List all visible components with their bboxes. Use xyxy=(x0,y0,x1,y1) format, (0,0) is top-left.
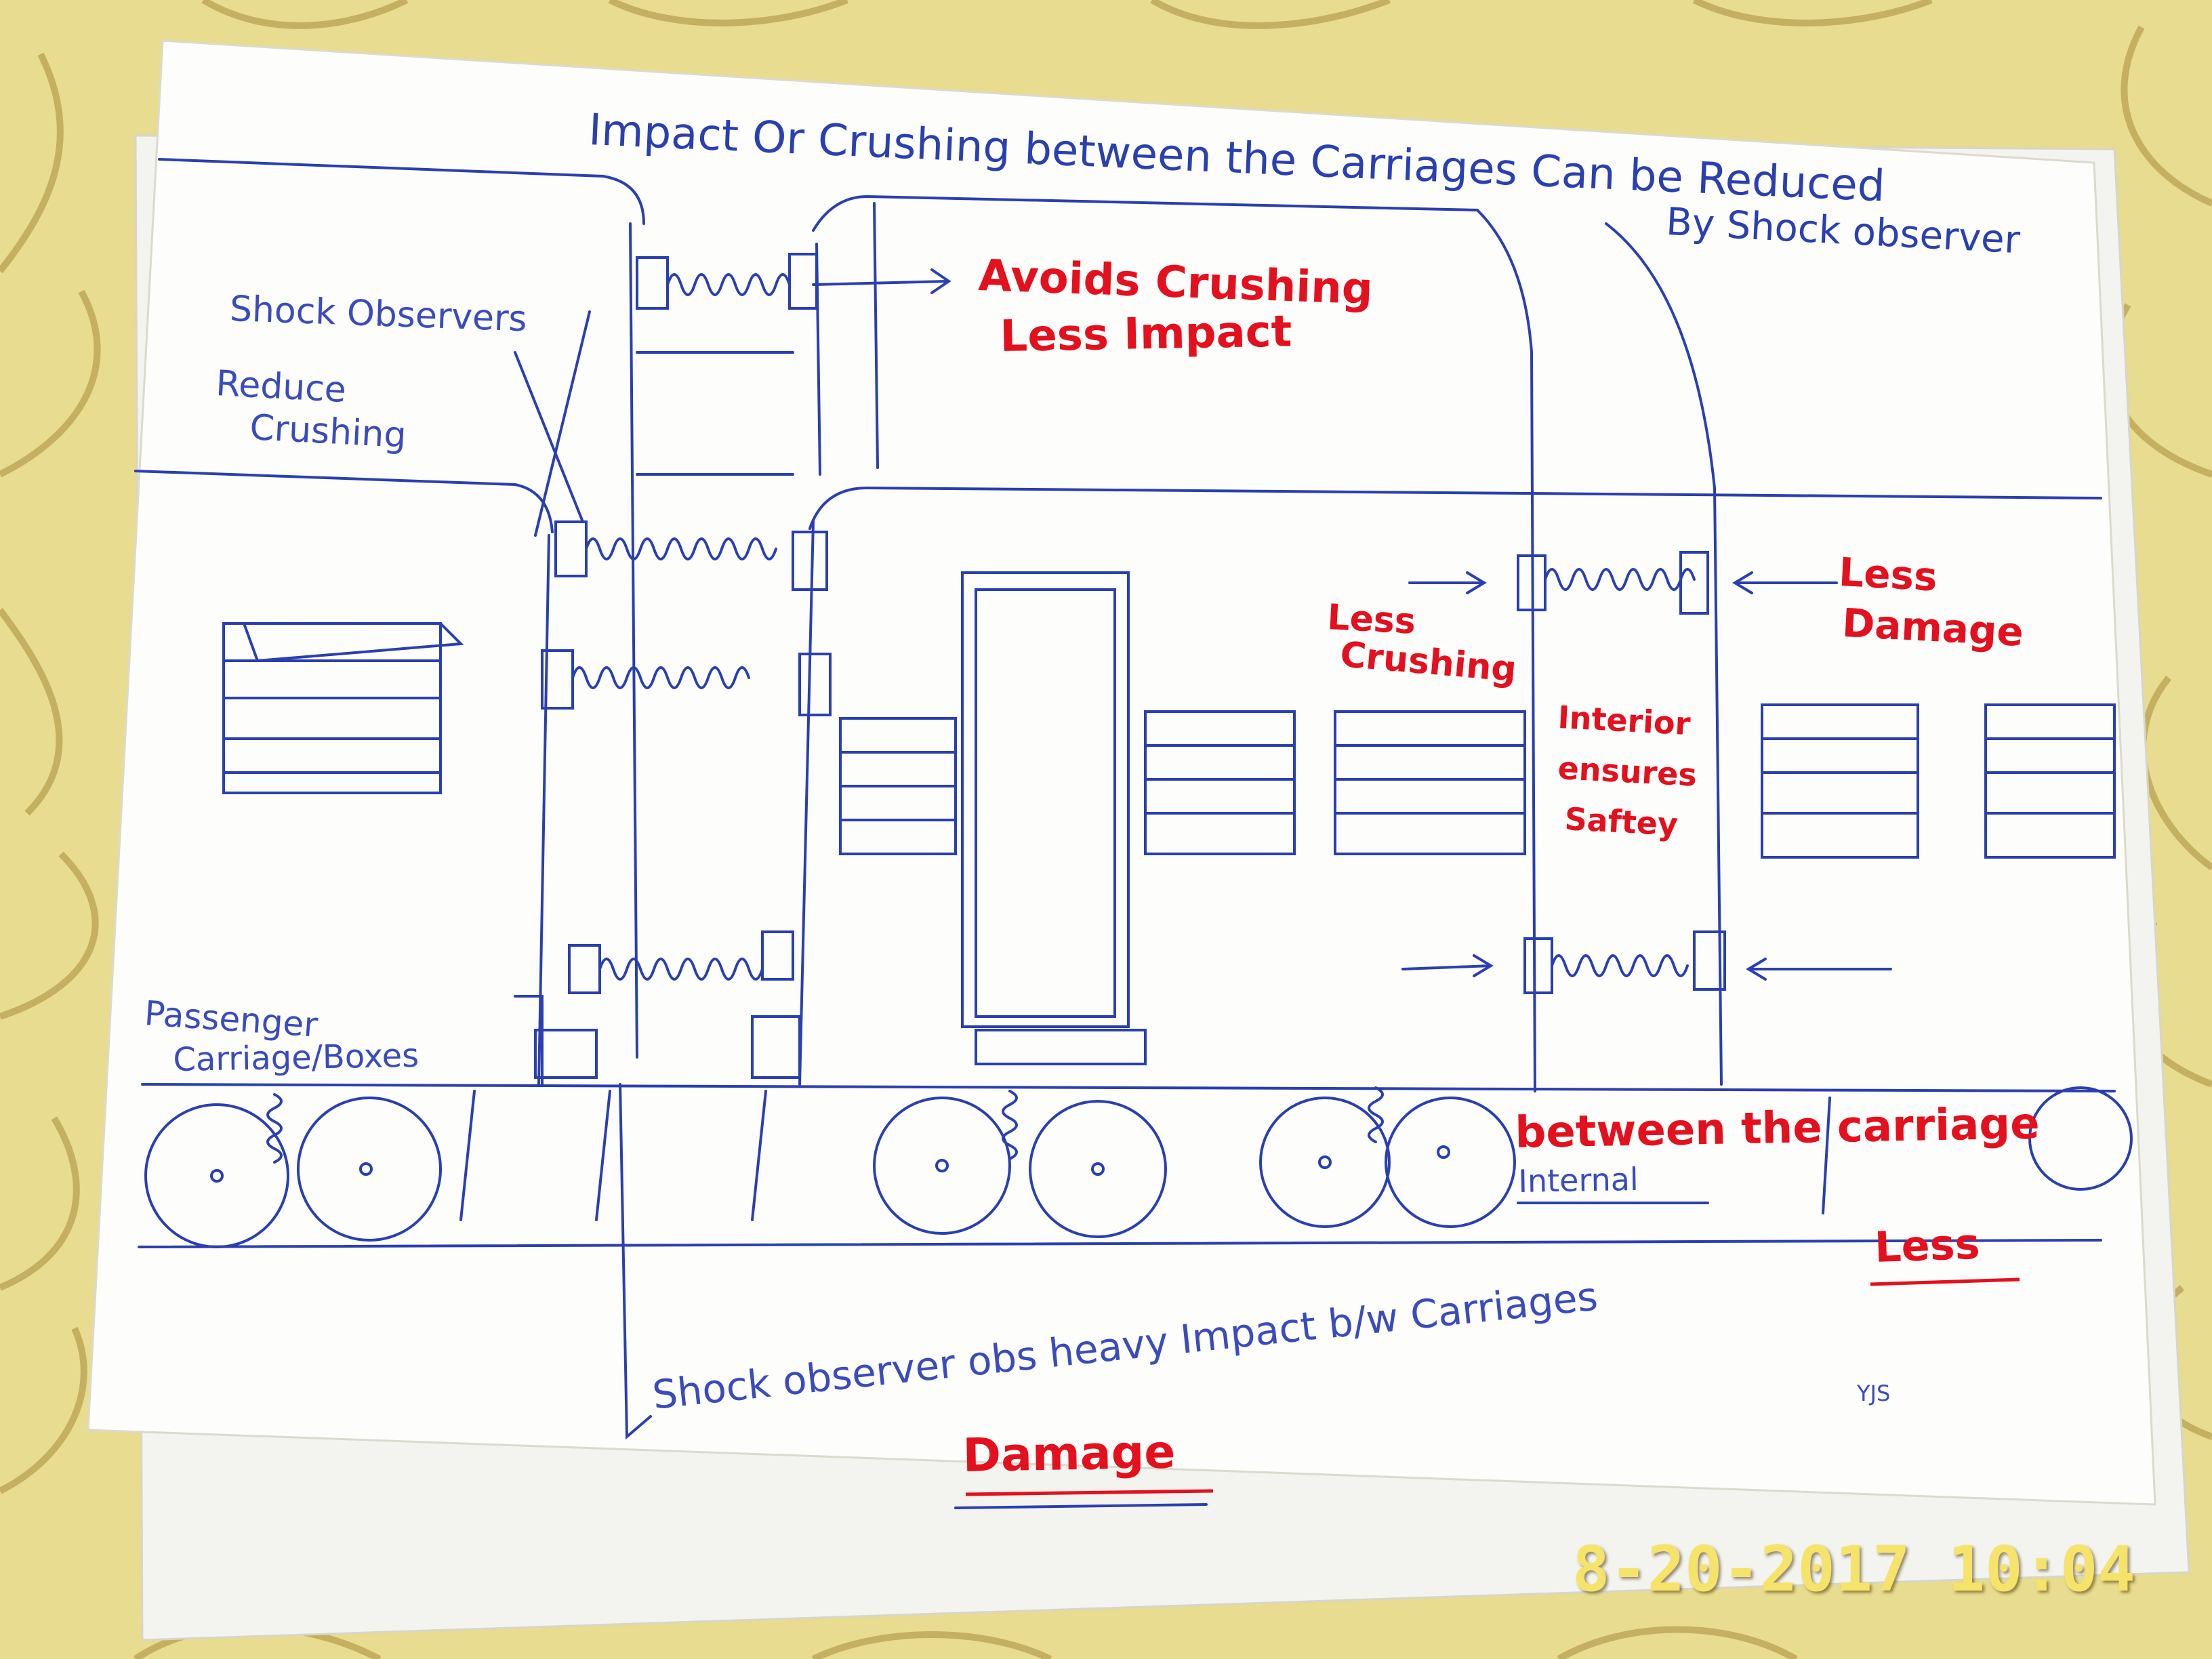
note-between-carriage: between the carriage xyxy=(1514,1099,2041,1158)
label-signature: YJS xyxy=(1857,1380,1891,1406)
label-reduce: Reduce xyxy=(215,363,348,411)
note-less-impact: Less Impact xyxy=(999,306,1292,362)
label-carriage-boxes: Carriage/Boxes xyxy=(172,1036,419,1079)
train-sketch xyxy=(134,158,2133,1509)
label-shock-observers: Shock Observers xyxy=(229,289,528,340)
red-underlines xyxy=(965,1277,2020,1496)
note-interior: Interior xyxy=(1557,699,1692,743)
label-internal: Internal xyxy=(1517,1160,1639,1200)
spring-icon xyxy=(636,253,818,310)
arrow-right-icon xyxy=(812,268,951,294)
note-less-1: Less xyxy=(1837,549,1939,600)
note-ensures: ensures xyxy=(1557,750,1698,794)
note-safety: Saftey xyxy=(1563,800,1679,843)
photo-timestamp: 8-20-2017 10:04 xyxy=(1572,1533,2135,1605)
window-icon xyxy=(222,622,464,794)
note-less-2: Less xyxy=(1326,597,1417,642)
label-crushing: Crushing xyxy=(249,407,408,457)
note-damage-1: Damage xyxy=(1841,600,2025,655)
note-avoids-crushing: Avoids Crushing xyxy=(977,251,1374,315)
arrow-left-icon xyxy=(1732,571,1838,594)
wheel-icon xyxy=(144,1103,289,1248)
note-less-3: Less xyxy=(1873,1218,1981,1272)
note-damage-2: Damage xyxy=(962,1425,1176,1483)
